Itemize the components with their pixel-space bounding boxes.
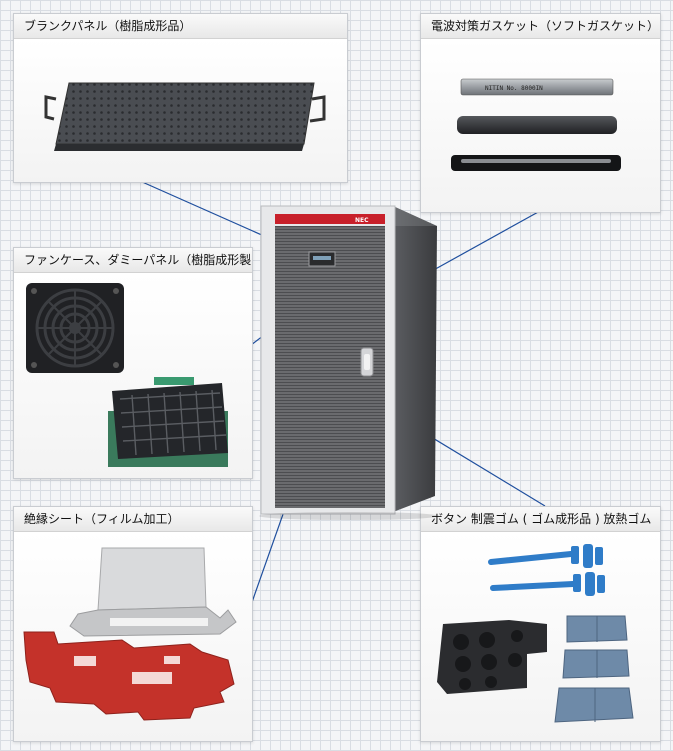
insulation-sheet-image <box>23 547 237 721</box>
connector-emi-gasket <box>420 210 541 278</box>
panel-blank-panel: ブランクパネル（樹脂成形品） <box>13 13 348 183</box>
panel-title: ボタン 制震ゴム ( ゴム成形品 ) 放熱ゴム <box>421 507 660 532</box>
fan-case-image <box>26 283 228 467</box>
gasket-image: NITIN No. 8000IN <box>451 78 621 171</box>
thermal-pads <box>554 615 634 723</box>
panel-title: 電波対策ガスケット（ソフトガスケット） <box>421 14 660 39</box>
server-cabinet: NEC <box>259 205 439 520</box>
panel-fan-case: ファンケース、ダミーパネル（樹脂成形製品） <box>13 247 253 479</box>
panel-body <box>14 273 252 478</box>
panel-title: ファンケース、ダミーパネル（樹脂成形製品） <box>14 248 252 273</box>
connector-blank-panel <box>139 180 283 245</box>
panel-button-rubber: ボタン 制震ゴム ( ゴム成形品 ) 放熱ゴム <box>420 506 661 742</box>
panel-title: 絶縁シート（フィルム加工） <box>14 507 252 532</box>
server-brand-logo: NEC <box>355 217 369 224</box>
panel-title: ブランクパネル（樹脂成形品） <box>14 14 347 39</box>
gasket-label: NITIN No. 8000IN <box>485 85 543 92</box>
panel-body: NITIN No. 8000IN <box>421 39 660 212</box>
server-red-band <box>275 214 385 224</box>
damping-rubber-parts <box>488 544 605 596</box>
rubber-parts-image <box>437 544 634 723</box>
panel-emi-gasket: 電波対策ガスケット（ソフトガスケット） NITIN No. 8000IN <box>420 13 661 213</box>
panel-body <box>421 532 660 741</box>
panel-body <box>14 39 347 182</box>
blank-panel-image <box>44 82 326 151</box>
panel-body <box>14 532 252 741</box>
panel-insulation-sheet: 絶縁シート（フィルム加工） <box>13 506 253 742</box>
button-rubber-part <box>437 620 547 694</box>
